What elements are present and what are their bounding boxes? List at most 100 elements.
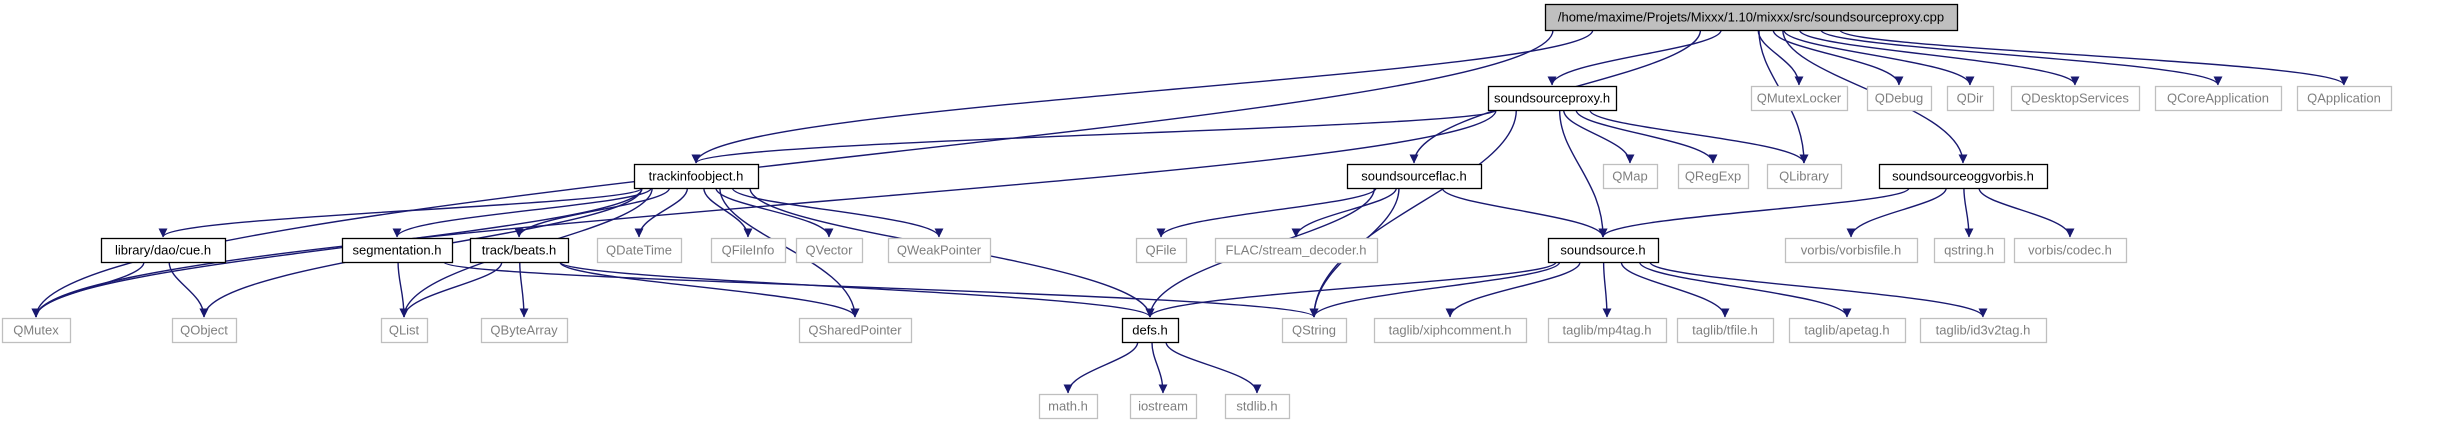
edge-track-beats-h-to-qlist [399,261,503,318]
graph-node-math-h: math.h [1038,393,1099,420]
node-label: QFile [1145,242,1176,257]
graph-node-segmentation-h[interactable]: segmentation.h [341,237,454,264]
graph-node-qobject: QObject [171,317,238,344]
node-box [1933,237,2006,264]
node-label: soundsourceflac.h [1361,168,1467,183]
graph-node-library-dao-cue-h[interactable]: library/dao/cue.h [100,237,227,264]
graph-node-home-maxime-projets-mixxx-1-10-mixxx-src-soundsourceproxy-cpp[interactable]: /home/maxime/Projets/Mixxx/1.10/mixxx/sr… [1544,3,1959,32]
edge-soundsourceoggvorbis-h-to-vorbis-codec-h [1978,187,2075,238]
graph-node-taglib-xiphcomment-h: taglib/xiphcomment.h [1373,317,1528,344]
node-box [2013,237,2128,264]
node-label: taglib/tfile.h [1692,322,1758,337]
graph-node-qstring-h: qstring.h [1933,237,2006,264]
node-label: QByteArray [490,322,558,337]
node-label: QString [1292,322,1336,337]
node-box [1878,163,2049,190]
node-box [1866,85,1933,112]
graph-node-soundsource-h[interactable]: soundsource.h [1547,237,1660,264]
edge-soundsource-h-to-taglib-xiphcomment-h [1445,261,1581,318]
node-label: trackinfoobject.h [649,168,744,183]
node-box [1373,317,1528,344]
graph-node-qmap: QMap [1602,163,1659,190]
edge-soundsourceproxy-h-to-qmutex [31,109,1497,318]
node-label: track/beats.h [482,242,556,257]
node-box [2154,85,2283,112]
node-label: QLibrary [1779,168,1829,183]
node-box [1766,163,1843,190]
node-box [341,237,454,264]
node-label: QDir [1957,90,1984,105]
edge-soundsourceproxy-h-to-qstring [1309,109,1517,318]
edge-soundsourceoggvorbis-h-to-vorbis-vorbisfile-h [1846,187,1947,238]
graph-node-vorbis-vorbisfile-h: vorbis/vorbisfile.h [1784,237,1919,264]
node-box [100,237,227,264]
edge-soundsource-h-to-taglib-id3v2tag-h [1649,261,1988,318]
node-label: QFileInfo [722,242,775,257]
graph-node-vorbis-codec-h: vorbis/codec.h [2013,237,2128,264]
graph-node-soundsourceoggvorbis-h[interactable]: soundsourceoggvorbis.h [1878,163,2049,190]
edge-trackinfoobject-h-to-qsharedpointer [719,187,860,318]
node-box [1038,393,1099,420]
node-box [1547,237,1660,264]
graph-node-qbytearray: QByteArray [480,317,569,344]
edge-soundsourceproxy-h-to-qlibrary [1589,109,1809,164]
node-box [795,237,864,264]
node-box [1,317,72,344]
node-box [1224,393,1291,420]
graph-node-taglib-tfile-h: taglib/tfile.h [1676,317,1775,344]
node-label: qstring.h [1944,242,1994,257]
graph-node-stdlib-h: stdlib.h [1224,393,1291,420]
graph-node-taglib-mp4tag-h: taglib/mp4tag.h [1547,317,1668,344]
node-label: soundsource.h [1560,242,1645,257]
graph-node-flac-stream-decoder-h: FLAC/stream_decoder.h [1214,237,1379,264]
edge-home-maxime-projets-mixxx-1-10-mixxx-src-soundsourceproxy-cpp-to-qmutex [31,29,1554,318]
node-label: QMutex [13,322,59,337]
graph-node-trackinfoobject-h[interactable]: trackinfoobject.h [633,163,760,190]
graph-node-iostream: iostream [1129,393,1198,420]
graph-node-soundsourceproxy-h[interactable]: soundsourceproxy.h [1487,85,1618,112]
graph-node-qlist: QList [380,317,429,344]
node-label: vorbis/vorbisfile.h [1801,242,1901,257]
graph-node-defs-h[interactable]: defs.h [1121,317,1180,344]
node-label: library/dao/cue.h [115,242,211,257]
node-label: taglib/id3v2tag.h [1936,322,2031,337]
node-label: QSharedPointer [808,322,902,337]
graph-node-qsharedpointer: QSharedPointer [798,317,913,344]
node-label: QVector [806,242,854,257]
node-label: /home/maxime/Projets/Mixxx/1.10/mixxx/sr… [1558,9,1944,24]
edge-soundsourceoggvorbis-h-to-qstring-h [1963,187,1974,238]
edge-soundsourceproxy-h-to-trackinfoobject-h [691,109,1497,164]
graph-node-soundsourceflac-h[interactable]: soundsourceflac.h [1346,163,1483,190]
nodes-layer: /home/maxime/Projets/Mixxx/1.10/mixxx/sr… [1,3,2393,420]
node-box [1946,85,1995,112]
graph-node-qweakpointer: QWeakPointer [887,237,992,264]
edge-home-maxime-projets-mixxx-1-10-mixxx-src-soundsourceproxy-cpp-to-soundsourceproxy-h [1547,29,1722,86]
graph-node-qfile: QFile [1135,237,1188,264]
node-label: math.h [1048,398,1088,413]
edge-soundsourceflac-h-to-soundsource-h [1441,187,1608,238]
edge-segmentation-h-to-qstring [443,261,1319,318]
edge-soundsourceflac-h-to-qfile [1156,187,1377,238]
edge-home-maxime-projets-mixxx-1-10-mixxx-src-soundsourceproxy-cpp-to-qapplication [1839,29,2349,86]
graph-node-qmutex: QMutex [1,317,72,344]
node-box [1547,317,1668,344]
graph-node-track-beats-h[interactable]: track/beats.h [469,237,570,264]
node-label: FLAC/stream_decoder.h [1226,242,1367,257]
node-label: QDebug [1875,90,1923,105]
graph-node-qvector: QVector [795,237,864,264]
graph-node-qdatetime: QDateTime [596,237,683,264]
graph-node-qmutexlocker: QMutexLocker [1750,85,1849,112]
edge-library-dao-cue-h-to-qmutex [31,261,145,318]
node-box [710,237,787,264]
graph-node-qregexp: QRegExp [1677,163,1750,190]
node-box [1214,237,1379,264]
node-box [1788,317,1907,344]
edge-home-maxime-projets-mixxx-1-10-mixxx-src-soundsourceproxy-cpp-to-qcoreapplication [1820,29,2223,86]
graph-node-qstring: QString [1281,317,1348,344]
node-label: taglib/apetag.h [1804,322,1889,337]
edge-soundsourceflac-h-to-flac-stream-decoder-h [1291,187,1397,238]
edge-home-maxime-projets-mixxx-1-10-mixxx-src-soundsourceproxy-cpp-to-qdebug [1772,29,1904,86]
edge-soundsource-h-to-taglib-mp4tag-h [1602,261,1612,318]
edge-soundsourceproxy-h-to-qregexp [1575,109,1718,164]
